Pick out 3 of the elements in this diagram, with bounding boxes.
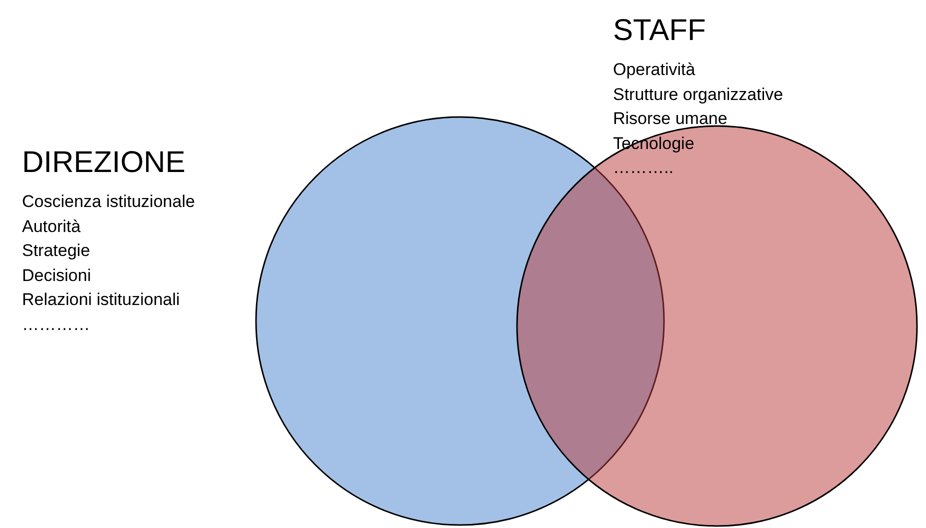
group-heading: STAFF [613, 14, 706, 48]
item-list: Coscienza istituzionale Autorità Strategie Decisioni Relazioni istituzionali ………… [22, 190, 195, 338]
group-heading: DIREZIONE [22, 146, 186, 180]
